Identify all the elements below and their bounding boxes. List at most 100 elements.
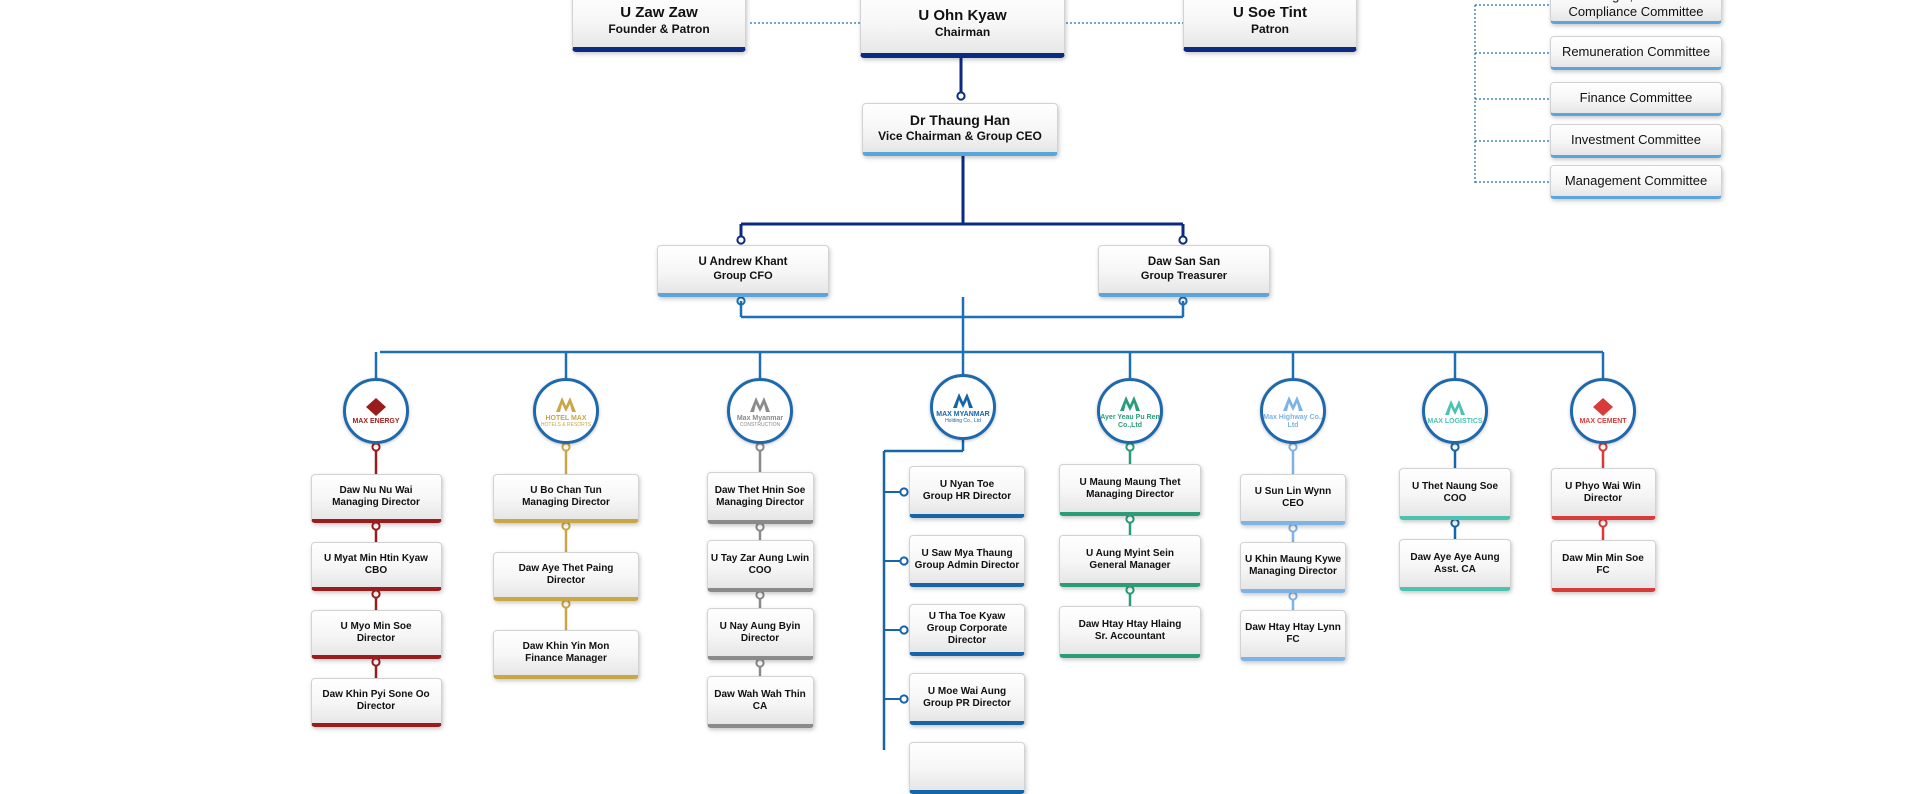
person-role: Director xyxy=(356,701,396,712)
leaf-logo-icon[interactable]: Ayer Yeau Pu Ren Co.,Ltd xyxy=(1097,378,1163,444)
org-chart-connectors xyxy=(371,4,1608,750)
company-logo-text: Max Myanmar xyxy=(736,415,784,423)
person-role: Managing Director xyxy=(522,497,610,508)
connector-node-dot xyxy=(1125,585,1135,595)
person-role: Founder & Patron xyxy=(608,21,710,36)
person-name: Daw Min Min Soe xyxy=(1562,552,1644,564)
company-logo-text: MAX MYANMAR xyxy=(936,411,990,419)
person-name: Daw Thet Hnin Soe xyxy=(714,484,806,496)
person-role: Managing Director xyxy=(1086,488,1174,500)
person-role: CA xyxy=(752,700,768,712)
connector-node-dot xyxy=(1125,514,1135,524)
max-energy-logo-icon[interactable]: MAX ENERGY xyxy=(343,378,409,444)
committee-card[interactable]: Remuneration Committee xyxy=(1550,36,1722,70)
connector-node-dot xyxy=(755,442,765,452)
person-role: Group CFO xyxy=(713,269,773,282)
person-role: Sr. Accountant xyxy=(1094,630,1166,642)
person-name: Daw Wah Wah Thin xyxy=(714,688,806,700)
connector-node-dot xyxy=(1450,518,1460,528)
person-role: Director xyxy=(356,633,396,644)
person-name: U Zaw Zaw xyxy=(620,3,698,21)
max-highway-logo-icon[interactable]: Max Highway Co., Ltd xyxy=(1260,378,1326,444)
connector-node-dot xyxy=(1288,591,1298,601)
committee-card[interactable]: Management Committee xyxy=(1550,165,1722,199)
company-logo-text: MAX CEMENT xyxy=(1579,417,1627,425)
committee-card[interactable]: Finance Committee xyxy=(1550,82,1722,116)
committee-card[interactable]: Investment Committee xyxy=(1550,124,1722,158)
connector-node-dot xyxy=(755,590,765,600)
person-role: Director xyxy=(1583,492,1623,504)
person-name: Daw Htay Htay Hlaing xyxy=(1078,618,1182,630)
person-name: U Tha Toe Kyaw xyxy=(928,610,1006,622)
person-name: Daw Khin Pyi Sone Oo xyxy=(322,689,430,700)
logo-mark-icon xyxy=(1120,396,1140,412)
company-logo-subtext: Holding Co., Ltd xyxy=(945,417,981,424)
logo-mark-icon xyxy=(750,397,770,413)
person-name: U Nyan Toe xyxy=(939,478,995,490)
connector-node-dot xyxy=(755,522,765,532)
connector-node-dot xyxy=(561,521,571,531)
person-role: Managing Director xyxy=(332,497,420,508)
connector-node-dot xyxy=(1450,442,1460,452)
max-cement-logo-icon[interactable]: MAX CEMENT xyxy=(1570,378,1636,444)
person-role: Group Treasurer xyxy=(1140,269,1228,282)
logo-mark-icon xyxy=(1445,399,1465,415)
person-name: U Soe Tint xyxy=(1233,3,1307,21)
person-role: Managing Director xyxy=(1249,566,1337,577)
connector-node-dot xyxy=(561,599,571,609)
person-name: U Myo Min Soe xyxy=(340,621,412,632)
logo-mark-icon xyxy=(1283,396,1303,412)
person-name: U Bo Chan Tun xyxy=(530,485,602,496)
person-name: U Aung Myint Sein xyxy=(1086,547,1174,559)
person-name: Daw San San xyxy=(1147,256,1221,268)
person-name: Daw Aye Thet Paing xyxy=(518,563,614,574)
connector-node-dot xyxy=(1125,442,1135,452)
company-logo-text: Ayer Yeau Pu Ren Co.,Ltd xyxy=(1100,414,1160,429)
person-name: Management Committee xyxy=(1564,173,1708,189)
person-name: U Maung Maung Thet xyxy=(1079,476,1181,488)
person-name: Legal, Risk & Compliance Committee xyxy=(1568,0,1704,19)
committee-card[interactable]: Legal, Risk & Compliance Committee xyxy=(1550,0,1722,24)
person-name: Finance Committee xyxy=(1579,90,1693,106)
connector-node-dot xyxy=(899,487,909,497)
max-logistics-logo-icon[interactable]: MAX LOGISTICS xyxy=(1422,378,1488,444)
person-name: U Phyo Wai Win xyxy=(1565,480,1641,492)
company-logo-text: MAX ENERGY xyxy=(352,417,400,425)
connector-node-dot xyxy=(561,442,571,452)
connector-node-dot xyxy=(1598,442,1608,452)
